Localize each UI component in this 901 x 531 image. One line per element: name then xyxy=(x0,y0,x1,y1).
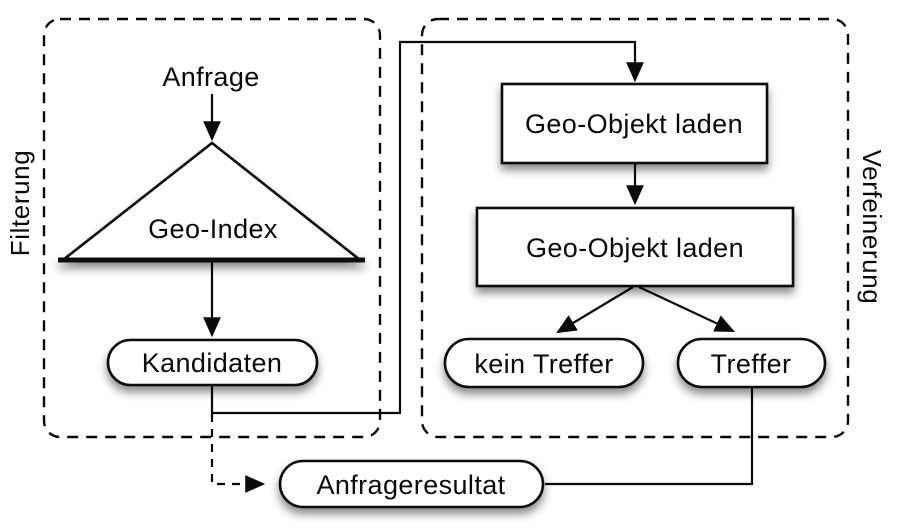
verfeinerung-region-box xyxy=(420,17,850,439)
edge-kandidaten-to-geoobjekt1-arrow xyxy=(210,40,644,415)
anfrageresultat-label: Anfrageresultat xyxy=(316,470,505,500)
kein-treffer-pill xyxy=(443,337,645,389)
anfrageresultat-pill xyxy=(278,459,545,509)
filterung-region-label: Filterung xyxy=(5,150,35,257)
geo-objekt-laden-2-box xyxy=(475,206,795,288)
treffer-pill xyxy=(676,337,827,389)
geo-index-label: Geo-Index xyxy=(148,214,278,244)
filterung-region-box xyxy=(42,17,382,439)
edge-geoobjekt2-to-keintreffer-arrow xyxy=(556,286,634,334)
kandidaten-pill xyxy=(106,338,319,387)
geo-objekt-laden-2-label: Geo-Objekt laden xyxy=(526,233,744,263)
edge-treffer-to-anfrageresultat-line xyxy=(545,387,754,486)
kandidaten-label: Kandidaten xyxy=(142,348,283,378)
anfrage-label: Anfrage xyxy=(162,62,259,92)
verfeinerung-region-label: Verfeinerung xyxy=(857,150,887,305)
kein-treffer-label: kein Treffer xyxy=(474,349,613,379)
geo-objekt-laden-1-box xyxy=(500,82,769,165)
edge-kandidaten-to-anfrageresultat-dashed-arrow xyxy=(210,414,266,493)
geo-objekt-laden-1-label: Geo-Objekt laden xyxy=(525,109,743,139)
edge-geoobjekt2-to-treffer-arrow xyxy=(638,286,736,332)
treffer-label: Treffer xyxy=(711,349,792,379)
